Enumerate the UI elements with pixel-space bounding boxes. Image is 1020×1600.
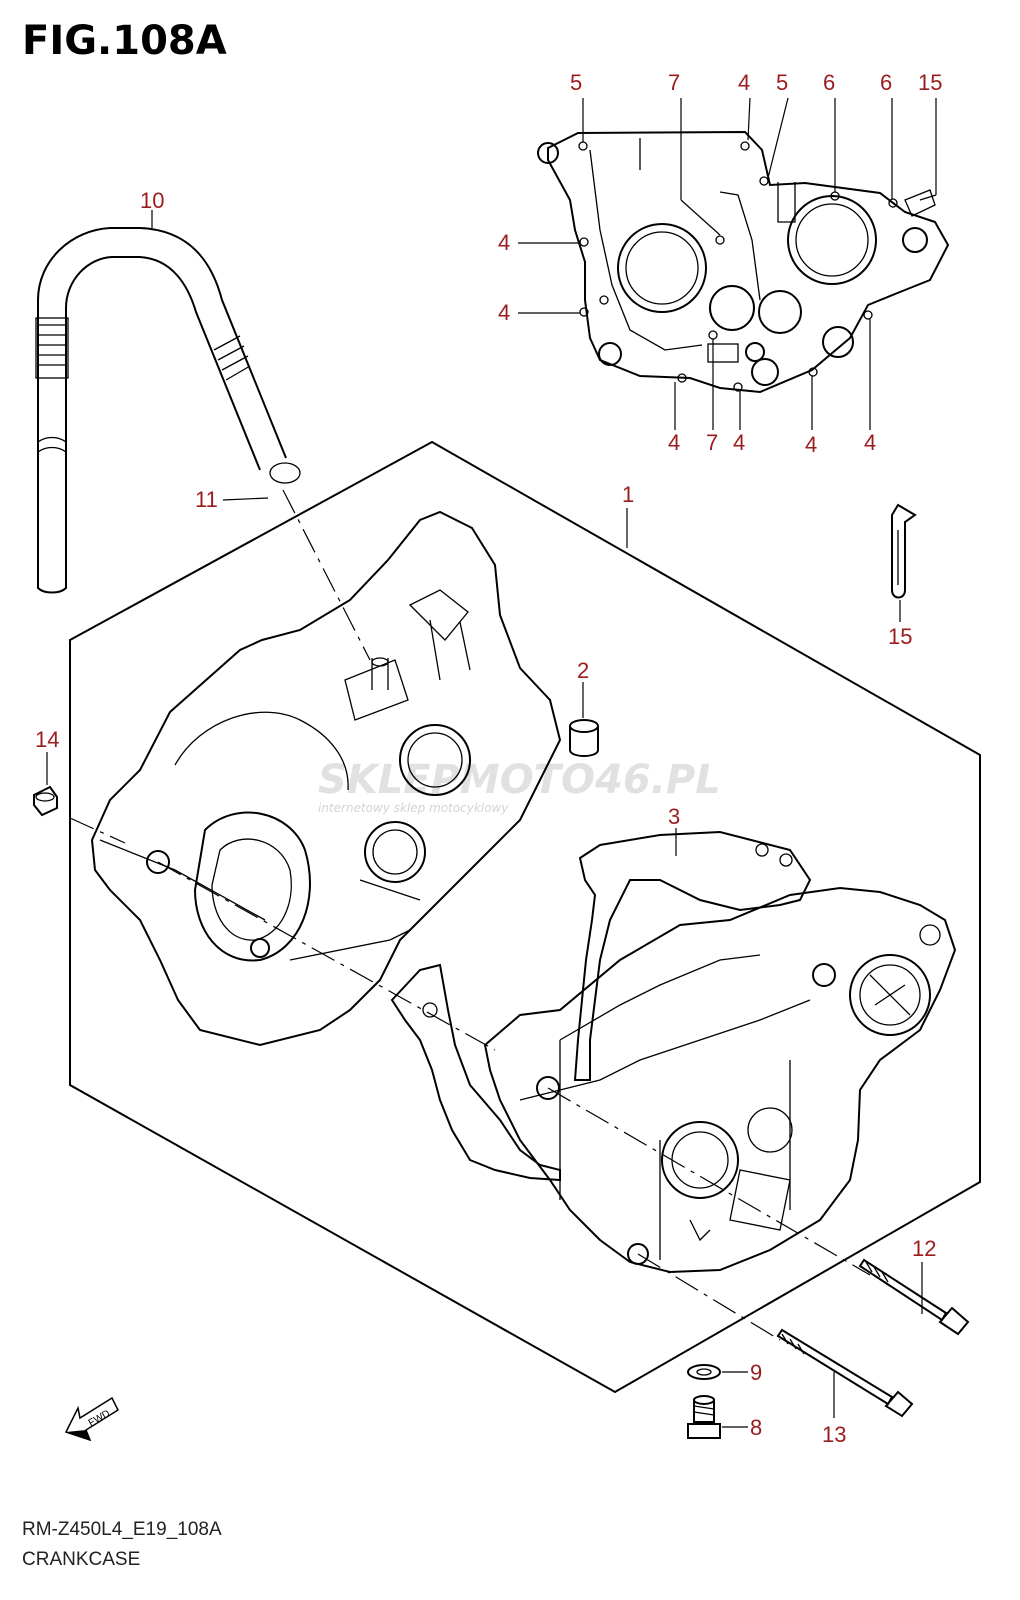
right-half-dash-line [547, 1087, 871, 1276]
callout-1: 1 [622, 482, 634, 507]
clamp [891, 503, 917, 599]
plug [33, 785, 58, 817]
fwd-arrow-icon: FWD [64, 1396, 119, 1442]
callout-4e: 4 [733, 430, 745, 455]
callout-10: 10 [140, 188, 164, 213]
callout-4b: 4 [498, 230, 510, 255]
assembly-frame [69, 440, 981, 1394]
callout-7a: 7 [668, 70, 680, 95]
bolt-medium [776, 1328, 914, 1418]
callout-4a: 4 [738, 70, 750, 95]
callout-12: 12 [912, 1236, 936, 1261]
callout-4c: 4 [498, 300, 510, 325]
clamp-leader [222, 497, 269, 501]
right-crankcase-half [483, 886, 957, 1274]
callout-6b: 6 [880, 70, 892, 95]
footer-section-name: CRANKCASE [22, 1549, 141, 1570]
callout-labels: 5 7 4 5 6 6 15 4 4 4 7 4 4 4 10 11 1 2 1… [35, 70, 942, 1447]
left-half-dash-line [69, 817, 496, 1051]
crankcase-face-view [537, 130, 950, 394]
face-view-leaders [518, 97, 937, 430]
callout-4g: 4 [864, 430, 876, 455]
watermark: SKLEPMOTO46.PL internetowy sklep motocyk… [318, 757, 721, 815]
callout-14: 14 [35, 727, 59, 752]
callout-4d: 4 [668, 430, 680, 455]
callout-3: 3 [668, 804, 680, 829]
callout-11: 11 [195, 487, 218, 512]
callout-15a: 15 [918, 70, 942, 95]
breather-hose [35, 227, 301, 594]
right-half-dash-line-2 [637, 1253, 781, 1341]
callout-13: 13 [822, 1422, 846, 1447]
callout-7b: 7 [706, 430, 718, 455]
hose-dash-line [282, 489, 371, 661]
watermark-brand: SKLEPMOTO46.PL [318, 757, 721, 803]
callout-15b: 15 [888, 624, 912, 649]
callout-6a: 6 [823, 70, 835, 95]
left-crankcase-half [90, 510, 562, 1047]
callout-8: 8 [750, 1415, 762, 1440]
callout-4f: 4 [805, 432, 817, 457]
footer-model-code: RM-Z450L4_E19_108A [22, 1519, 222, 1540]
callout-5b: 5 [776, 70, 788, 95]
washer [687, 1364, 721, 1380]
bolt-short [687, 1395, 721, 1439]
dowel-pin [569, 719, 599, 757]
callout-2: 2 [577, 658, 589, 683]
watermark-tagline: internetowy sklep motocyklowy [318, 801, 509, 815]
bolt-long [858, 1258, 970, 1336]
callout-9: 9 [750, 1360, 762, 1385]
callout-5a: 5 [570, 70, 582, 95]
figure-title: FIG.108A [22, 18, 227, 64]
